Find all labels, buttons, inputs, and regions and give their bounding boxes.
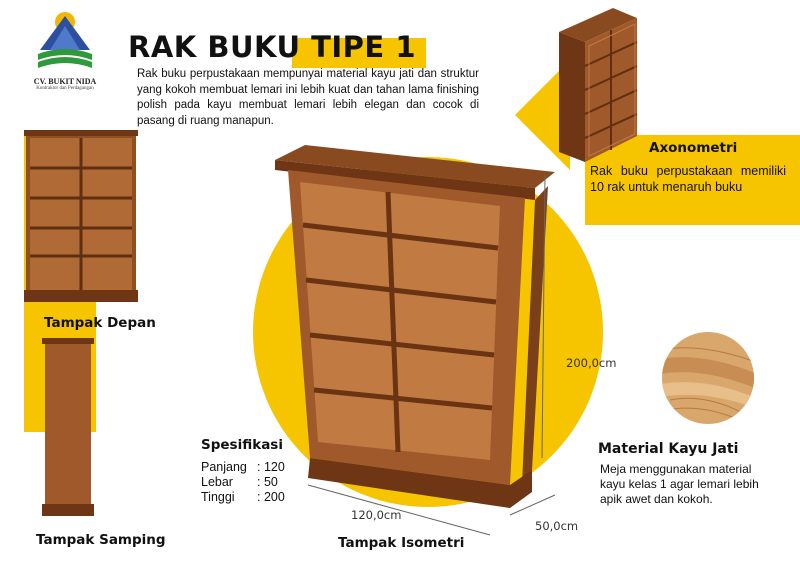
width-dimension: 120,0cm xyxy=(351,508,402,522)
title-highlight xyxy=(292,38,426,68)
spec-table: Panjang : 120 Lebar : 50 Tinggi : 200 xyxy=(201,460,311,505)
spec-row-tinggi: Tinggi : 200 xyxy=(201,490,285,504)
axonometric-drawing xyxy=(559,8,638,162)
isometric-view-label: Tampak Isometri xyxy=(338,535,465,551)
description-text: Rak buku perpustakaan mempunyai material… xyxy=(137,68,479,127)
spec-row-panjang: Panjang : 120 xyxy=(201,460,285,474)
side-view-drawing xyxy=(42,338,94,516)
height-dimension: 200,0cm xyxy=(566,356,617,370)
company-tagline: Kontraktor dan Perdagangan xyxy=(36,86,94,91)
depth-dimension: 50,0cm xyxy=(535,519,579,533)
company-logo: CV. BUKIT NIDA Kontraktor dan Perdaganga… xyxy=(30,10,100,96)
material-text: Meja menggunakan material kayu kelas 1 a… xyxy=(600,462,759,506)
side-view-label: Tampak Samping xyxy=(36,532,166,548)
company-name: CV. BUKIT NIDA xyxy=(33,77,97,86)
front-view-drawing xyxy=(24,130,138,302)
page-title: RAK BUKU TIPE 1 xyxy=(128,30,417,64)
front-view-label: Tampak Depan xyxy=(44,315,156,331)
isometric-bookcase-drawing xyxy=(275,145,556,536)
logo-mountain-icon xyxy=(38,12,92,68)
axonometric-label: Axonometri xyxy=(649,140,738,156)
axonometric-text: Rak buku perpustakaan memiliki 10 rak un… xyxy=(590,164,786,194)
material-heading: Material Kayu Jati xyxy=(598,441,739,457)
spec-heading: Spesifikasi xyxy=(201,437,283,453)
spec-row-lebar: Lebar : 50 xyxy=(201,475,278,489)
teak-wood-sample-image xyxy=(662,332,754,424)
axonometric-accent-shape xyxy=(515,60,800,225)
